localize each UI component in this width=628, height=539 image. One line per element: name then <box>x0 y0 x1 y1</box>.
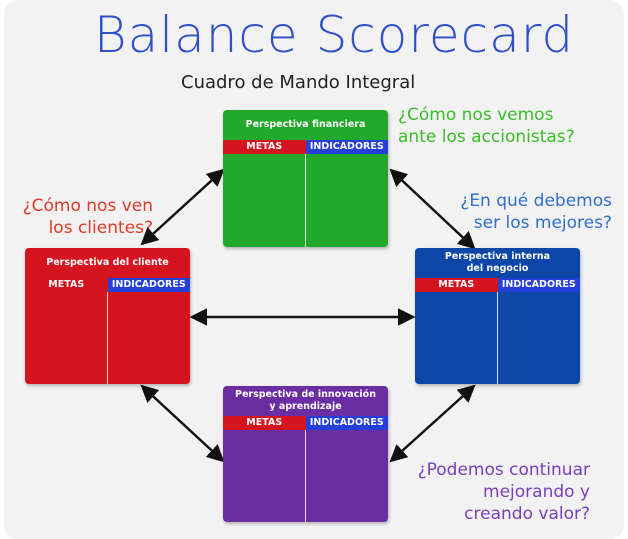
box-title-line: Perspectiva de innovación <box>235 389 376 400</box>
box-title: Perspectiva interna del negocio <box>415 248 580 278</box>
indicadores-header: INDICADORES <box>497 278 580 292</box>
metas-header: METAS <box>223 140 306 154</box>
page-title: Balance Scorecard <box>93 6 575 64</box>
question-cliente: ¿Cómo nos ven los clientes? <box>8 195 153 239</box>
box-title-line: Perspectiva interna <box>444 251 551 262</box>
question-line: ser los mejores? <box>473 213 612 233</box>
metas-cell <box>25 292 107 384</box>
box-body <box>223 430 388 522</box>
box-body <box>25 292 190 384</box>
question-financiera: ¿Cómo nos vemos ante los accionistas? <box>398 104 575 148</box>
box-perspectiva-financiera: Perspectiva financiera METAS INDICADORES <box>223 110 388 247</box>
question-line: ¿Cómo nos vemos <box>398 105 554 125</box>
arrow-interna-innovacion <box>389 384 476 463</box>
metas-cell <box>223 430 305 522</box>
indicadores-header: INDICADORES <box>305 140 388 154</box>
metas-header: METAS <box>25 278 108 292</box>
question-line: ¿Podemos continuar <box>417 460 590 480</box>
metas-cell <box>415 292 497 384</box>
metas-header: METAS <box>415 278 498 292</box>
box-columns: METAS INDICADORES <box>25 278 190 292</box>
box-title: Perspectiva de innovación y aprendizaje <box>223 386 388 416</box>
metas-cell <box>223 154 305 247</box>
box-title-line: y aprendizaje <box>269 401 342 412</box>
arrow-financiera-interna <box>389 168 476 250</box>
question-interna: ¿En qué debemos ser los mejores? <box>452 190 612 234</box>
box-columns: METAS INDICADORES <box>223 140 388 154</box>
arrow-cliente-innovacion <box>140 384 225 463</box>
indicadores-header: INDICADORES <box>107 278 190 292</box>
box-perspectiva-innovacion: Perspectiva de innovación y aprendizaje … <box>223 386 388 522</box>
question-innovacion: ¿Podemos continuar mejorando y creando v… <box>408 459 590 525</box>
box-title-line: del negocio <box>466 263 529 274</box>
box-body <box>223 154 388 247</box>
box-columns: METAS INDICADORES <box>223 416 388 430</box>
arrow-financiera-cliente <box>140 168 225 246</box>
indicadores-header: INDICADORES <box>305 416 388 430</box>
box-columns: METAS INDICADORES <box>415 278 580 292</box>
question-line: ¿En qué debemos <box>460 191 612 211</box>
box-title: Perspectiva del cliente <box>46 257 169 268</box>
page-subtitle: Cuadro de Mando Integral <box>181 72 416 93</box>
box-perspectiva-interna: Perspectiva interna del negocio METAS IN… <box>415 248 580 384</box>
indicadores-cell <box>305 430 388 522</box>
question-line: mejorando y <box>483 482 590 502</box>
question-line: ¿Cómo nos ven <box>22 196 153 216</box>
indicadores-cell <box>107 292 190 384</box>
box-body <box>415 292 580 384</box>
question-line: creando valor? <box>464 504 590 524</box>
box-title: Perspectiva financiera <box>245 119 366 130</box>
question-line: los clientes? <box>48 218 153 238</box>
metas-header: METAS <box>223 416 306 430</box>
indicadores-cell <box>305 154 388 247</box>
question-line: ante los accionistas? <box>398 127 575 147</box>
indicadores-cell <box>497 292 580 384</box>
box-perspectiva-cliente: Perspectiva del cliente METAS INDICADORE… <box>25 248 190 384</box>
